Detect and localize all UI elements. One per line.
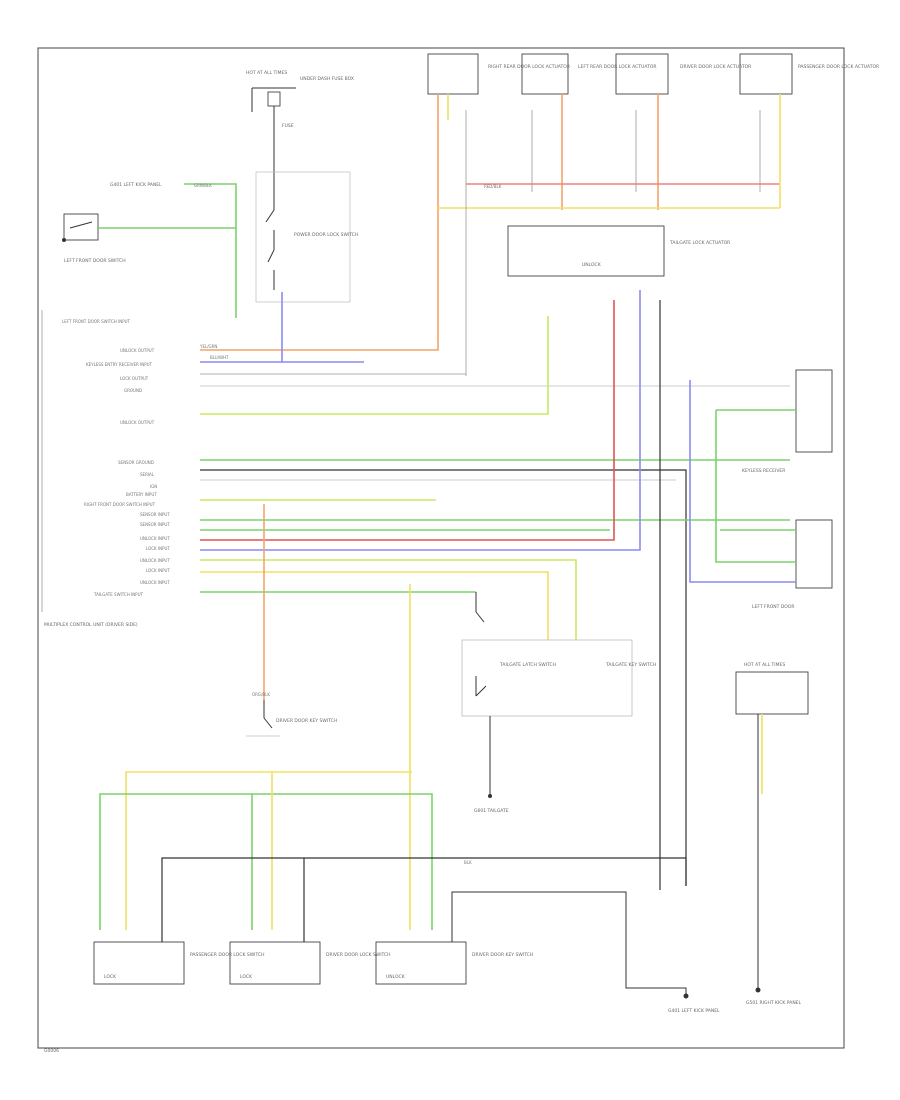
passenger-lock-switch-box (93, 941, 185, 985)
wire-green-r2 (715, 410, 796, 563)
ground-tailgate-label: G601 TAILGATE (474, 808, 509, 814)
pin-label-18: TAILGATE SWITCH INPUT (93, 592, 144, 597)
bottom-switches: PASSENGER DOOR LOCK SWITCH DRIVER DOOR L… (93, 941, 533, 985)
tailgate-lock-label: TAILGATE LOCK ACTUATOR (669, 240, 730, 246)
tailgate-switch-group: TAILGATE LATCH SWITCH TAILGATE KEY SWITC… (461, 592, 656, 814)
lock-label-2: LOCK (240, 974, 253, 980)
wire-label-yellow: YEL/GRN (199, 344, 217, 349)
pin-label-9: BATTERY INPUT (126, 492, 157, 497)
left-rear-actuator-box (521, 53, 569, 95)
power-door-lock-switch: POWER DOOR LOCK SWITCH (255, 171, 358, 303)
driver-lock-switch-box (229, 941, 321, 985)
wire-black-b3 (451, 891, 687, 996)
unlock-label-2: UNLOCK (386, 974, 406, 980)
fuse-label: FUSE (282, 123, 294, 129)
page-reference: G0006 (44, 1048, 59, 1054)
wire-red-1 (200, 300, 615, 541)
wire-black-1 (200, 469, 687, 886)
hot-label-2: HOT AT ALL TIMES (744, 662, 785, 668)
keyless-receiver: KEYLESS RECEIVER (742, 369, 833, 474)
wire-label-red: RED/BLK (484, 184, 502, 189)
left-front-door-switch: LEFT FRONT DOOR SWITCH (62, 213, 126, 264)
main-unit-label: MULTIPLEX CONTROL UNIT (DRIVER SIDE) (44, 622, 138, 628)
door-key-switch-box (375, 941, 467, 985)
right-front-door-switch: LEFT FRONT DOOR (752, 519, 833, 610)
pin-label-5: UNLOCK OUTPUT (120, 420, 155, 425)
right-rear-lock-label: RIGHT REAR DOOR LOCK ACTUATOR (488, 64, 570, 70)
wire-yellow-bottom (125, 771, 412, 930)
pin-label-1: UNLOCK OUTPUT (120, 348, 155, 353)
pin-label-6: SENSOR GROUND (118, 460, 154, 465)
pin-label-3: LOCK OUTPUT (120, 376, 149, 381)
pin-label-10: RIGHT FRONT DOOR SWITCH INPUT (84, 502, 156, 507)
wire-blue-3 (200, 290, 641, 551)
fuse-box-label: UNDER DASH FUSE BOX (300, 76, 354, 82)
pin-label-15: UNLOCK INPUT (140, 558, 170, 563)
pin-label-7: SERIAL (140, 472, 155, 477)
top-wire-ticks (465, 110, 761, 376)
fuse-box-top: HOT AT ALL TIMES UNDER DASH FUSE BOX FUS… (246, 70, 354, 190)
pin-label-0: LEFT FRONT DOOR SWITCH INPUT (62, 319, 131, 324)
wire-yellow-2 (200, 571, 549, 640)
key-switch-label: DRIVER DOOR KEY SWITCH (276, 718, 337, 724)
keyless-receiver-label: KEYLESS RECEIVER (742, 468, 785, 474)
pin-label-4: GROUND (124, 388, 142, 393)
wire-label-blue: BLU/WHT (210, 355, 229, 360)
wire-blue-1 (200, 292, 283, 363)
wire-orange-1 (200, 94, 439, 351)
right-rear-actuator-box (427, 53, 479, 95)
actuator-row-top: RIGHT REAR DOOR LOCK ACTUATOR LEFT REAR … (427, 53, 879, 95)
ground-right-kick-label: G501 RIGHT KICK PANEL (746, 1000, 802, 1006)
driver-lock-switch-label: DRIVER DOOR LOCK SWITCH (326, 952, 391, 958)
pin-label-13: UNLOCK INPUT (140, 536, 170, 541)
wire-yellow-green-3 (200, 559, 577, 640)
tailgate-key-switch-label: TAILGATE KEY SWITCH (605, 662, 656, 668)
ground-point-bottom (683, 993, 689, 999)
pin-label-11: SENSOR INPUT (140, 512, 170, 517)
power-door-lock-switch-label: POWER DOOR LOCK SWITCH (294, 232, 358, 238)
driver-actuator-label: DRIVER DOOR LOCK ACTUATOR (680, 64, 751, 70)
tailgate-actuator: TAILGATE LOCK ACTUATOR UNLOCK (507, 225, 730, 277)
left-rear-lock-label: LEFT REAR DOOR LOCK ACTUATOR (578, 64, 657, 70)
pin-label-14: LOCK INPUT (146, 546, 170, 551)
right-door-switch-label: LEFT FRONT DOOR (752, 604, 795, 610)
ground-left-kick-label: G401 LEFT KICK PANEL (110, 182, 162, 188)
unlock-label: UNLOCK (582, 262, 602, 268)
passenger-lock-switch-label: PASSENGER DOOR LOCK SWITCH (190, 952, 264, 958)
pin-label-16: LOCK INPUT (146, 568, 170, 573)
left-front-door-switch-label: LEFT FRONT DOOR SWITCH (64, 258, 126, 264)
wire-black-bottom (161, 857, 687, 942)
lock-label-1: LOCK (104, 974, 117, 980)
pin-label-8: IGN (150, 484, 157, 489)
control-unit-pins: LEFT FRONT DOOR SWITCH INPUT UNLOCK OUTP… (41, 310, 170, 628)
driver-key-switch-label: DRIVER DOOR KEY SWITCH (472, 952, 533, 958)
hot-at-all-times-label: HOT AT ALL TIMES (246, 70, 287, 76)
driver-actuator-box (615, 53, 669, 95)
wire-yellow-green (200, 316, 549, 415)
pin-label-17: UNLOCK INPUT (140, 580, 170, 585)
fuse-box-bottom: HOT AT ALL TIMES G501 RIGHT KICK PANEL (735, 662, 809, 1006)
wire-blue-r (689, 380, 796, 583)
tailgate-latch-switch-label: TAILGATE LATCH SWITCH (499, 662, 556, 668)
wire-green-bottom (99, 793, 433, 930)
driver-door-key-switch: DRIVER DOOR KEY SWITCH (246, 700, 337, 737)
pin-label-2: KEYLESS ENTRY RECEIVER INPUT (86, 362, 153, 367)
pin-label-12: SENSOR INPUT (140, 522, 170, 527)
wire-label-black: BLK (464, 860, 472, 865)
passenger-actuator-label: PASSENGER DOOR LOCK ACTUATOR (798, 64, 879, 70)
wire-green-1 (184, 183, 237, 318)
passenger-actuator-box (739, 53, 793, 95)
wire-label-green: GRN/BLK (194, 183, 212, 188)
ground-left-kick-bottom: G401 LEFT KICK PANEL (668, 1008, 720, 1014)
diagram-frame (37, 47, 845, 1049)
wire-label-orange: ORG/BLK (252, 692, 270, 697)
